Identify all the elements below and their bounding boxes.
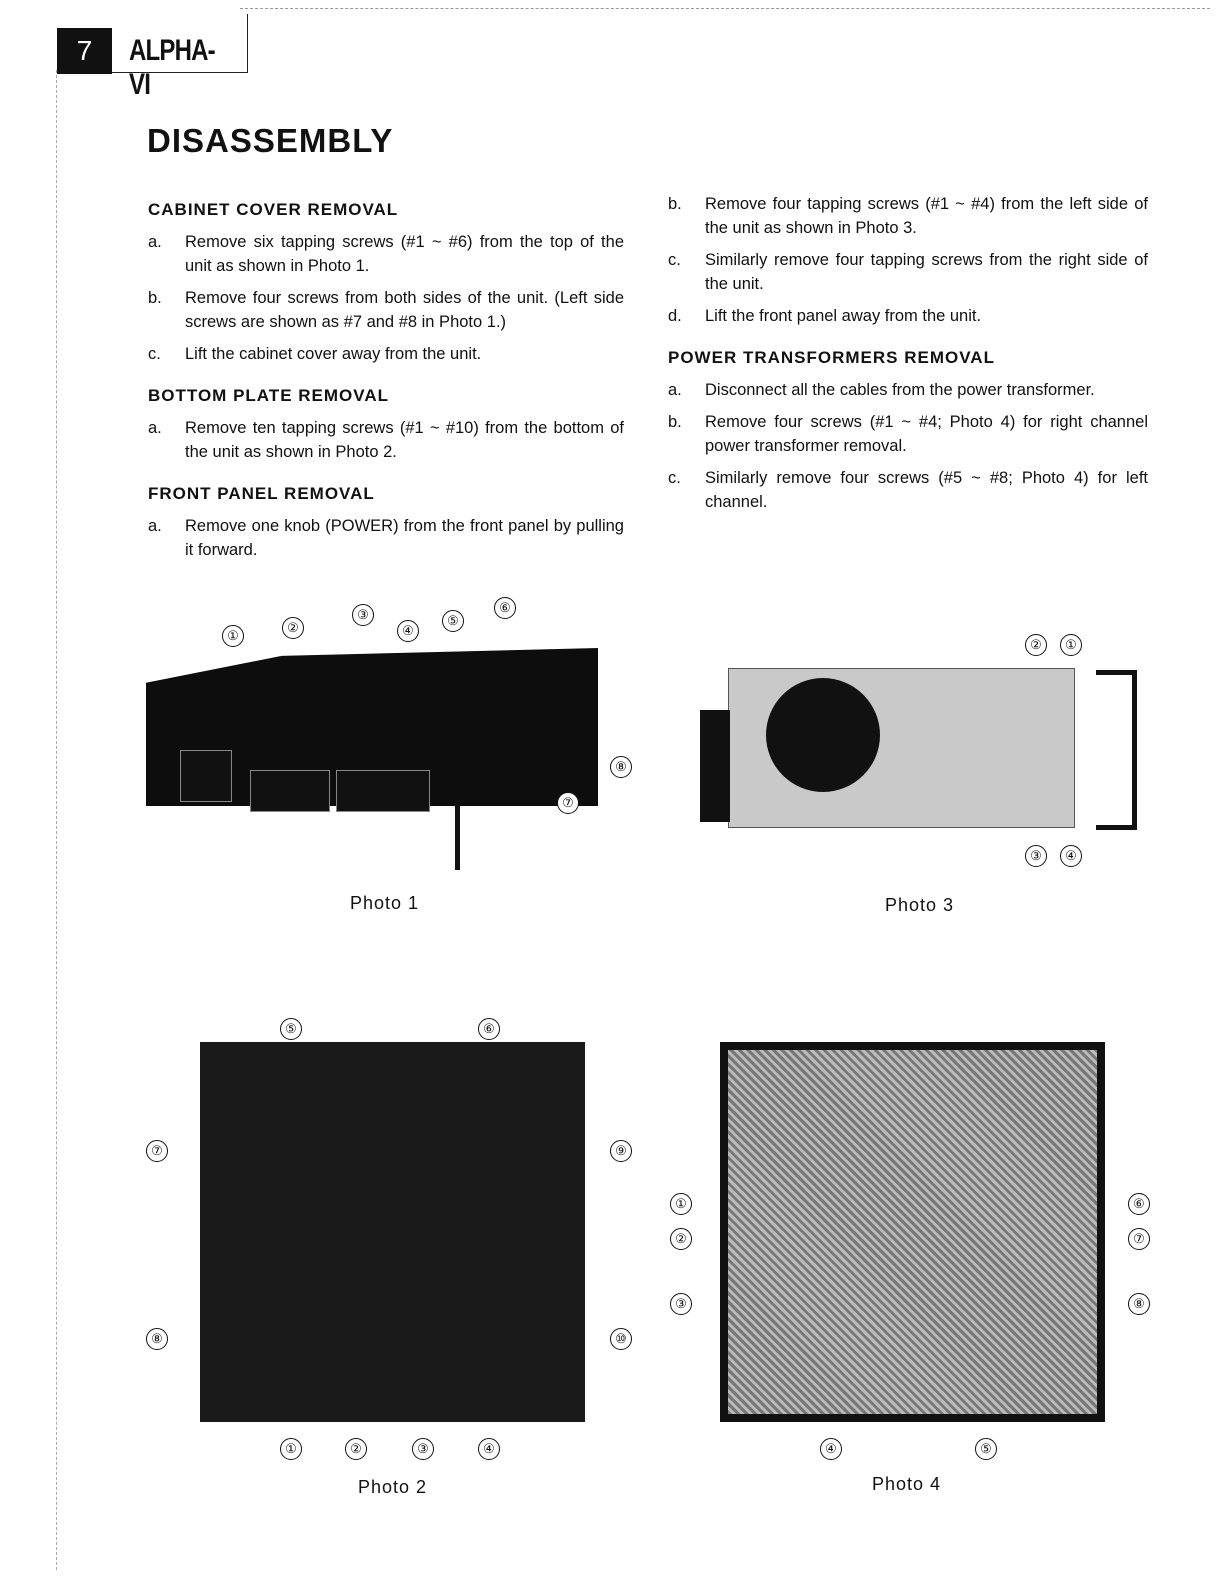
callout-number: ⑤: [975, 1438, 997, 1460]
page-header: 7 ALPHA-VI: [57, 14, 248, 101]
callout-number: ⑤: [280, 1018, 302, 1040]
callout-number: ⑩: [610, 1328, 632, 1350]
page-title: DISASSEMBLY: [147, 122, 394, 159]
callout-number: ④: [1060, 845, 1082, 867]
photo-1-panel: [336, 770, 430, 812]
section-heading: BOTTOM PLATE REMOVAL: [148, 386, 389, 405]
callout-number: ②: [345, 1438, 367, 1460]
callout-number: ⑧: [610, 756, 632, 778]
item-letter: c.: [668, 469, 681, 487]
item-text: Disconnect all the cables from the power…: [705, 381, 1095, 399]
item-letter: d.: [668, 307, 682, 325]
photo-1-panel: [250, 770, 330, 812]
callout-number: ④: [397, 620, 419, 642]
instruction-item: b. Remove four tapping screws (#1 ~ #4) f…: [668, 192, 1148, 240]
callout-number: ⑧: [146, 1328, 168, 1350]
photo-4-inside-view: [720, 1042, 1105, 1422]
instruction-item: d. Lift the front panel away from the uni…: [668, 304, 1148, 328]
item-letter: b.: [148, 289, 162, 307]
photo-3-handle: [1096, 670, 1137, 830]
instruction-item: a. Remove one knob (POWER) from the front…: [148, 514, 624, 562]
section-heading: CABINET COVER REMOVAL: [148, 200, 399, 219]
item-text: Similarly remove four tapping screws fro…: [705, 251, 1148, 293]
callout-number: ③: [412, 1438, 434, 1460]
callout-number: ③: [670, 1293, 692, 1315]
photo-2-caption: Photo 2: [358, 1477, 428, 1497]
section: CABINET COVER REMOVAL a. Remove six tappin…: [148, 198, 624, 366]
callout-number: ②: [1025, 634, 1047, 656]
left-border: [56, 70, 57, 1570]
callout-number: ②: [282, 617, 304, 639]
photo-4-caption: Photo 4: [872, 1474, 942, 1494]
section: FRONT PANEL REMOVAL a. Remove one knob (PO…: [148, 482, 624, 562]
left-column: CABINET COVER REMOVAL a. Remove six tappin…: [148, 198, 624, 580]
callout-number: ⑨: [610, 1140, 632, 1162]
callout-number: ⑦: [1128, 1228, 1150, 1250]
instruction-item: a. Remove six tapping screws (#1 ~ #6) fr…: [148, 230, 624, 278]
instruction-item: c. Similarly remove four tapping screws f…: [668, 248, 1148, 296]
top-border: [240, 8, 1210, 9]
section: BOTTOM PLATE REMOVAL a. Remove ten tapping…: [148, 384, 624, 464]
item-text: Remove four screws from both sides of th…: [185, 289, 624, 331]
callout-number: ⑦: [146, 1140, 168, 1162]
item-letter: a.: [668, 381, 682, 399]
callout-number: ⑦: [557, 792, 579, 814]
item-letter: a.: [148, 517, 162, 535]
photo-1-panel: [180, 750, 232, 802]
callout-number: ⑥: [1128, 1193, 1150, 1215]
item-letter: b.: [668, 195, 682, 213]
photo-3-caption: Photo 3: [885, 895, 955, 915]
right-column: b. Remove four tapping screws (#1 ~ #4) f…: [668, 192, 1148, 532]
instruction-item: b. Remove four screws from both sides of …: [148, 286, 624, 334]
item-text: Lift the front panel away from the unit.: [705, 307, 982, 325]
instruction-item: c. Lift the cabinet cover away from the u…: [148, 342, 624, 366]
section-heading: POWER TRANSFORMERS REMOVAL: [668, 348, 995, 367]
callout-number: ③: [1025, 845, 1047, 867]
callout-number: ⑧: [1128, 1293, 1150, 1315]
model-name: ALPHA-VI: [129, 34, 216, 101]
instruction-item: a. Disconnect all the cables from the pow…: [668, 378, 1148, 402]
callout-number: ⑥: [478, 1018, 500, 1040]
page-number: 7: [57, 28, 112, 74]
item-letter: c.: [668, 251, 681, 269]
callout-number: ③: [352, 604, 374, 626]
photo-3-transformer: [766, 678, 880, 792]
callout-number: ⑥: [494, 597, 516, 619]
photo-1-caption: Photo 1: [350, 893, 420, 913]
section-heading: FRONT PANEL REMOVAL: [148, 484, 375, 503]
item-text: Similarly remove four screws (#5 ~ #8; P…: [705, 469, 1148, 511]
callout-number: ①: [280, 1438, 302, 1460]
callout-number: ②: [670, 1228, 692, 1250]
section: b. Remove four tapping screws (#1 ~ #4) f…: [668, 192, 1148, 328]
item-letter: c.: [148, 345, 161, 363]
callout-number: ①: [1060, 634, 1082, 656]
photo-3-front: [700, 710, 730, 822]
item-letter: a.: [148, 233, 162, 251]
item-text: Remove ten tapping screws (#1 ~ #10) fro…: [185, 419, 624, 461]
item-letter: a.: [148, 419, 162, 437]
photo-2-bottom-view: [200, 1042, 585, 1422]
callout-number: ①: [222, 625, 244, 647]
item-letter: b.: [668, 413, 682, 431]
instruction-item: a. Remove ten tapping screws (#1 ~ #10) f…: [148, 416, 624, 464]
item-text: Remove four tapping screws (#1 ~ #4) fro…: [705, 195, 1148, 237]
instruction-item: b. Remove four screws (#1 ~ #4; Photo 4) …: [668, 410, 1148, 458]
callout-number: ④: [820, 1438, 842, 1460]
callout-number: ⑤: [442, 610, 464, 632]
callout-number: ①: [670, 1193, 692, 1215]
item-text: Lift the cabinet cover away from the uni…: [185, 345, 482, 363]
item-text: Remove one knob (POWER) from the front p…: [185, 517, 624, 559]
item-text: Remove six tapping screws (#1 ~ #6) from…: [185, 233, 624, 275]
callout-number: ④: [478, 1438, 500, 1460]
item-text: Remove four screws (#1 ~ #4; Photo 4) fo…: [705, 413, 1148, 455]
instruction-item: c. Similarly remove four screws (#5 ~ #8;…: [668, 466, 1148, 514]
section: POWER TRANSFORMERS REMOVAL a. Disconnect a…: [668, 346, 1148, 514]
